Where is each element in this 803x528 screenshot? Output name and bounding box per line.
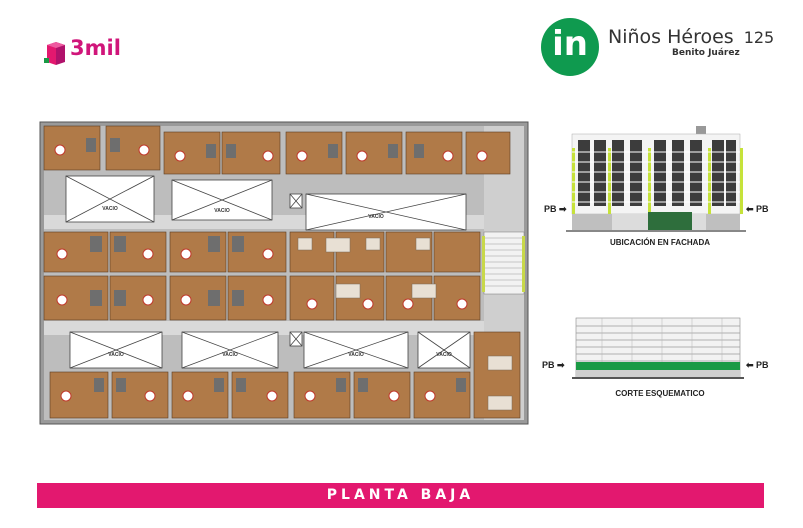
floor-plan: VACIO VACIO VACIO VACIO VACIO VACIO VACI…: [39, 121, 529, 425]
corte-pb-right: ⬅ PB: [746, 360, 769, 370]
plan-floor: [44, 126, 524, 420]
project-name: Niños Héroes: [608, 26, 734, 48]
void-7: [417, 331, 471, 369]
beds: [297, 237, 513, 411]
footer-title: PLANTA BAJA: [326, 487, 475, 503]
project-subtitle: Benito Juárez: [672, 48, 740, 58]
void-label-6: VACIO: [348, 352, 364, 358]
project-title: Niños Héroes 125: [608, 26, 774, 48]
project-number: 125: [743, 28, 775, 47]
void-areas: [65, 175, 471, 369]
tables: [54, 144, 488, 402]
bathrooms: [86, 138, 466, 392]
arrow-left-icon: ⬅: [746, 360, 757, 370]
fachada-pb-right: ⬅ PB: [746, 204, 769, 214]
brand-name: 3mil: [70, 36, 121, 60]
footer-banner: PLANTA BAJA: [37, 483, 764, 508]
void-4: [69, 331, 163, 369]
void-label-1: VACIO: [102, 206, 118, 212]
arrow-right-icon: ➡: [554, 360, 565, 370]
arrow-right-icon: ➡: [556, 204, 567, 214]
corte-caption: CORTE ESQUEMATICO: [615, 389, 705, 398]
void-3: [305, 193, 467, 231]
void-2: [171, 179, 273, 221]
corridor-2: [44, 321, 484, 335]
void-label-2: VACIO: [214, 208, 230, 214]
void-label-3: VACIO: [368, 214, 384, 220]
void-label-4: VACIO: [108, 352, 124, 358]
logo-3mil: 3mil: [44, 36, 144, 68]
void-6: [303, 331, 409, 369]
east-stairs: [482, 231, 525, 295]
facade-elevation: [566, 126, 746, 232]
fachada-caption: UBICACIÓN EN FACHADA: [610, 238, 710, 247]
void-label-5: VACIO: [222, 352, 238, 358]
shaft-1: [289, 193, 303, 209]
cube-logo-icon: [44, 42, 65, 65]
fachada-pb-left: PB ➡: [544, 204, 567, 214]
void-label-7: VACIO: [436, 352, 452, 358]
void-1: [65, 175, 155, 223]
in-logo-letters: in: [552, 24, 588, 64]
in-logo: in: [541, 18, 599, 76]
shaft-2: [289, 331, 303, 347]
corte-pb-left: PB ➡: [542, 360, 565, 370]
arrow-left-icon: ⬅: [746, 204, 757, 214]
void-5: [181, 331, 279, 369]
section-diagram: [572, 317, 744, 379]
